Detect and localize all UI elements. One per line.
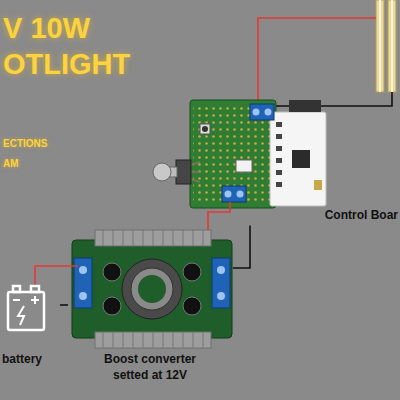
red-wire [35,266,78,286]
boost-converter [72,230,232,348]
title: V 10W OTLIGHT [3,10,143,83]
control-board [190,100,326,208]
potentiometer [153,160,200,184]
board-node: Control Boar [185,96,398,226]
led-strip [376,0,396,92]
converter-node: Boost converter setted at 12V [68,232,233,385]
component-label: Control Boar [325,208,398,224]
red-wire [258,18,376,106]
battery-icon [8,286,44,330]
component-label: Boost converter setted at 12V [95,352,205,383]
wire [233,226,250,268]
battery-node: battery [2,282,60,370]
wire [60,304,68,306]
subtitle: ECTIONS AM [3,134,63,174]
component-label: battery [2,352,42,368]
